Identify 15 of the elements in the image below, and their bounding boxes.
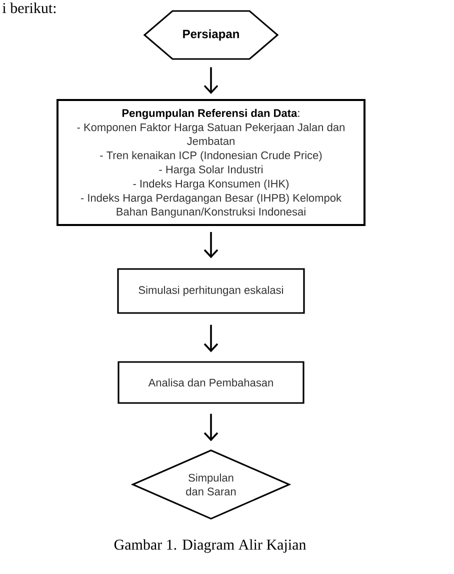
arrow — [204, 324, 218, 352]
process-box — [56, 99, 366, 226]
process-box: Simulasi perhitungan eskalasi — [117, 268, 305, 314]
arrow — [204, 67, 218, 94]
figure-caption: Gambar 1. Diagram Alir Kajian — [114, 539, 306, 553]
box-heading: Pengumpulan Referensi dan Data: — [122, 108, 300, 120]
list-item: - Indeks Harga Perdagangan Besar (IHPB) Kelompok Bahan Bangunan/Konstruksi Indonesai — [80, 194, 342, 218]
body-text: i berikut: — [2, 2, 56, 14]
list-item: - Komponen Faktor Harga Satuan Pekerjaan Jalan dan Jembatan — [77, 123, 344, 145]
list-item: - Harga Solar Industri — [159, 165, 262, 176]
list-item: - Indeks Harga Konsumen (IHK) — [133, 180, 289, 190]
arrow — [204, 414, 218, 442]
arrow — [204, 232, 218, 258]
process-box: Analisa dan Pembahasan — [118, 361, 304, 404]
list-item: - Tren kenaikan ICP (Indonesian Crude Price) — [100, 151, 322, 162]
